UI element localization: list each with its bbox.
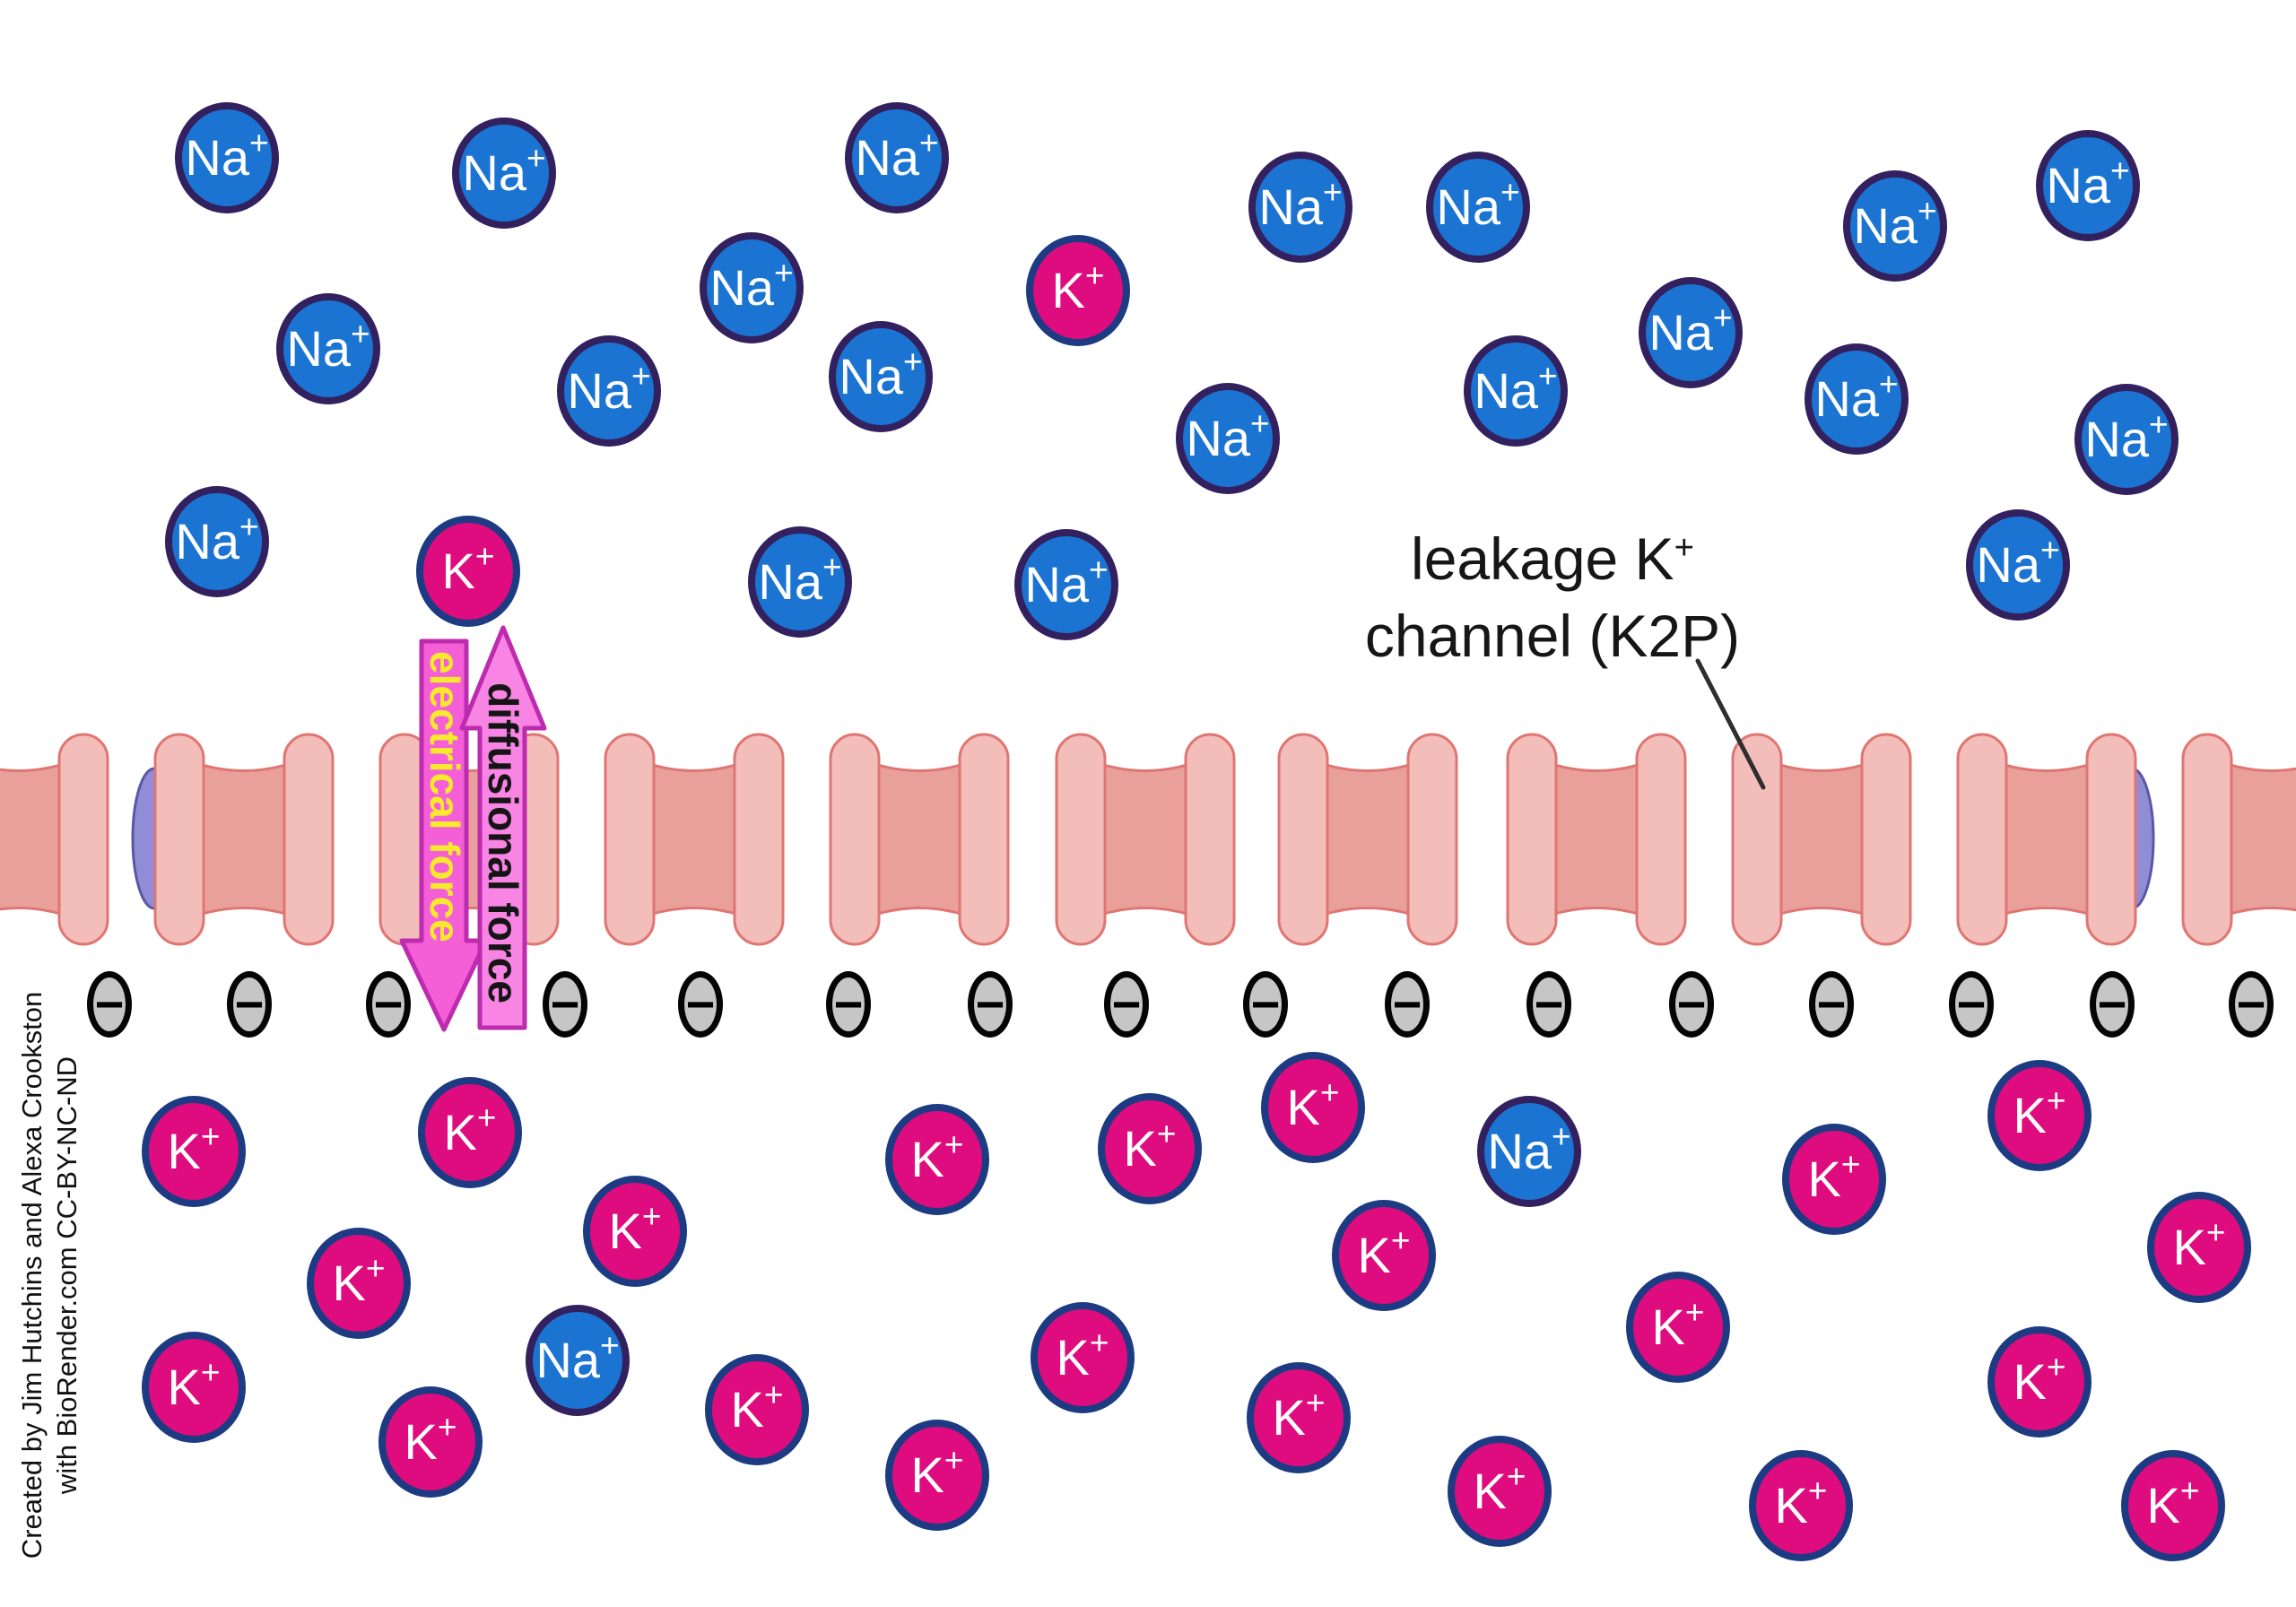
sodium-ion: Na+	[1426, 152, 1530, 263]
membrane-proteins	[0, 733, 2296, 946]
sodium-ion: Na+	[845, 102, 949, 213]
potassium-ion: K+	[378, 1386, 483, 1498]
potassium-ion: K+	[1098, 1093, 1202, 1204]
potassium-ion: K+	[2121, 1450, 2225, 1561]
negative-charge: −	[1526, 971, 1571, 1038]
negative-charge: −	[968, 971, 1013, 1038]
sodium-ion: Na+	[2074, 384, 2179, 495]
potassium-ion: K+	[142, 1332, 246, 1443]
potassium-ion: K+	[705, 1354, 809, 1465]
potassium-ion: K+	[885, 1420, 989, 1531]
potassium-ion: K+	[1782, 1124, 1886, 1235]
negative-charge: −	[2090, 971, 2135, 1038]
sodium-ion: Na+	[1014, 529, 1118, 640]
negative-charge: −	[1809, 971, 1854, 1038]
potassium-ion: K+	[1247, 1362, 1351, 1473]
label-line1: leakage K	[1411, 526, 1674, 592]
sodium-ion: Na+	[526, 1305, 630, 1416]
potassium-ion: K+	[418, 1077, 522, 1188]
potassium-ion: K+	[307, 1228, 411, 1339]
negative-charge: −	[678, 971, 723, 1038]
potassium-ion: K+	[1026, 235, 1130, 346]
potassium-ion: K+	[1987, 1060, 2092, 1171]
diffusional-force-label: diffusional force	[480, 682, 526, 1003]
sodium-ion: Na+	[700, 232, 804, 343]
potassium-ion: K+	[142, 1096, 246, 1207]
sodium-ion: Na+	[748, 526, 852, 638]
sodium-ion: Na+	[452, 117, 556, 229]
label-line1-superscript: +	[1674, 528, 1694, 567]
credit-text: Created by Jim Hutchins and Alexa Crooks…	[14, 961, 84, 1589]
sodium-ion: Na+	[1176, 383, 1280, 494]
potassium-ion: K+	[583, 1176, 687, 1287]
sodium-ion: Na+	[1248, 152, 1352, 263]
sodium-ion: Na+	[1639, 277, 1743, 388]
potassium-ion: K+	[1987, 1326, 2092, 1438]
negative-charge: −	[366, 971, 411, 1038]
potassium-ion: K+	[1448, 1436, 1552, 1547]
sodium-ion: Na+	[175, 102, 279, 213]
potassium-ion: K+	[1332, 1200, 1436, 1311]
electrical-force-label: electrical force	[422, 651, 468, 942]
label-pointer-line	[1695, 658, 1766, 790]
sodium-ion: Na+	[1477, 1096, 1581, 1207]
sodium-ion: Na+	[165, 486, 269, 597]
potassium-ion: K+	[1261, 1052, 1365, 1163]
negative-charge: −	[1385, 971, 1430, 1038]
negative-charge: −	[826, 971, 871, 1038]
potassium-ion: K+	[885, 1104, 989, 1215]
potassium-ion: K+	[1031, 1302, 1135, 1413]
credit-line2: with BioRender.com CC-BY-NC-ND	[51, 1055, 83, 1495]
sodium-ion: Na+	[1464, 335, 1568, 447]
sodium-ion: Na+	[1843, 170, 1947, 282]
potassium-ion: K+	[1626, 1272, 1730, 1383]
sodium-ion: Na+	[1966, 509, 2070, 621]
sodium-ion: Na+	[1805, 343, 1909, 455]
potassium-ion: K+	[2147, 1192, 2251, 1303]
leakage-channel-label: leakage K+ channel (K2P)	[1243, 509, 1862, 674]
negative-charge: −	[1669, 971, 1714, 1038]
negative-charge: −	[2229, 971, 2274, 1038]
sodium-ion: Na+	[2036, 130, 2140, 241]
negative-charge: −	[87, 971, 132, 1038]
label-line2: channel (K2P)	[1364, 603, 1741, 669]
credit-line1: Created by Jim Hutchins and Alexa Crooks…	[16, 991, 48, 1559]
sodium-ion: Na+	[276, 293, 380, 404]
negative-charge: −	[1949, 971, 1994, 1038]
potassium-ion: K+	[416, 516, 520, 627]
sodium-ion: Na+	[829, 321, 933, 432]
potassium-ion: K+	[1749, 1450, 1853, 1561]
negative-charge: −	[227, 971, 272, 1038]
negative-charge: −	[1104, 971, 1149, 1038]
negative-charge: −	[1243, 971, 1288, 1038]
sodium-ion: Na+	[557, 335, 661, 447]
lipid-bilayer	[0, 776, 2296, 919]
negative-charge: −	[543, 971, 587, 1038]
